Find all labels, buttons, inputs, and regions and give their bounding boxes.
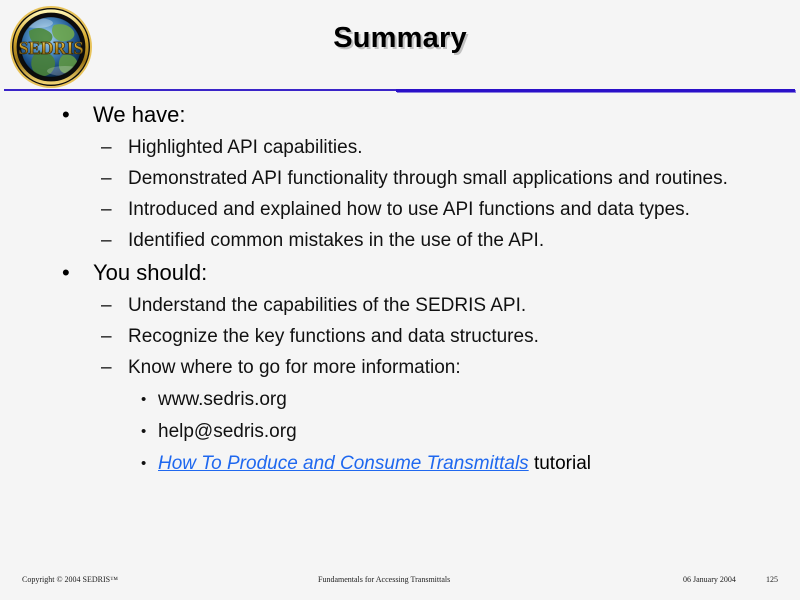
title-rule (0, 86, 800, 96)
bullet-text: We have: (93, 102, 186, 127)
slide-body: • We have: – Highlighted API capabilitie… (0, 96, 800, 477)
page-title: Summary (333, 22, 467, 54)
bullet-level1: • You should: (0, 258, 800, 288)
bullet-marker-icon: • (141, 391, 147, 408)
dash-marker-icon: – (101, 230, 112, 251)
bullet-text: Recognize the key functions and data str… (128, 326, 539, 347)
bullet-marker-icon: • (62, 260, 70, 285)
dash-marker-icon: – (101, 326, 112, 347)
bullet-text: help@sedris.org (158, 421, 297, 442)
bullet-marker-icon: • (62, 102, 70, 127)
bullet-level2: – Understand the capabilities of the SED… (0, 292, 800, 319)
sedris-logo: SEDRIS (7, 5, 95, 90)
dash-marker-icon: – (101, 295, 112, 316)
tutorial-hyperlink[interactable]: How To Produce and Consume Transmittals (158, 453, 529, 474)
bullet-text: Introduced and explained how to use API … (128, 199, 690, 220)
dash-marker-icon: – (101, 137, 112, 158)
dash-marker-icon: – (101, 199, 112, 220)
bullet-level3-email: • help@sedris.org (0, 418, 800, 445)
bullet-level1: • We have: (0, 100, 800, 130)
bullet-level2: – Know where to go for more information: (0, 354, 800, 381)
bullet-marker-icon: • (141, 455, 147, 472)
bullet-text: Highlighted API capabilities. (128, 137, 363, 158)
bullet-text: Identified common mistakes in the use of… (128, 230, 545, 251)
bullet-level2: – Recognize the key functions and data s… (0, 323, 800, 350)
footer-date: 06 January 2004 (683, 575, 736, 584)
tutorial-trailing-text: tutorial (528, 453, 591, 474)
bullet-marker-icon: • (141, 423, 147, 440)
title-rule-left-segment (4, 89, 396, 91)
bullet-text: Understand the capabilities of the SEDRI… (128, 295, 527, 316)
bullet-level2: – Demonstrated API functionality through… (0, 165, 800, 192)
bullet-level2: – Identified common mistakes in the use … (0, 227, 800, 254)
sedris-logo-wordmark: SEDRIS (18, 38, 83, 58)
footer-course-title: Fundamentals for Accessing Transmittals (318, 575, 451, 584)
bullet-level3-tutorial: • How To Produce and Consume Transmittal… (0, 450, 800, 477)
bullet-text: www.sedris.org (158, 389, 287, 410)
dash-marker-icon: – (101, 168, 112, 189)
slide-footer: Copyright © 2004 SEDRIS™ Fundamentals fo… (0, 573, 800, 591)
sedris-logo-icon: SEDRIS (10, 6, 92, 88)
footer-copyright: Copyright © 2004 SEDRIS™ (22, 575, 118, 584)
bullet-level3-website: • www.sedris.org (0, 386, 800, 413)
bullet-text: You should: (93, 260, 208, 285)
bullet-text: Demonstrated API functionality through s… (128, 168, 728, 189)
bullet-level2: – Introduced and explained how to use AP… (0, 196, 800, 223)
dash-marker-icon: – (101, 357, 112, 378)
bullet-level2: – Highlighted API capabilities. (0, 134, 800, 161)
bullet-text: Know where to go for more information: (128, 357, 461, 378)
title-rule-right-segment (396, 89, 795, 92)
footer-page-number: 125 (766, 575, 778, 584)
